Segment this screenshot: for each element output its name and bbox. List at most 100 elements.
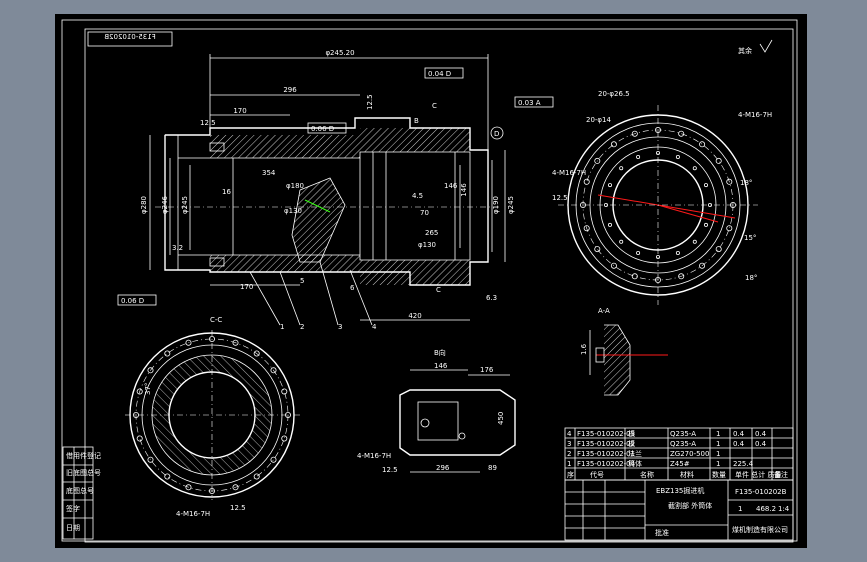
bom-cell: 板 (628, 439, 635, 448)
tb-scale: 1 (738, 505, 742, 513)
bom-cell: 1 (716, 450, 720, 458)
bolt-hole (619, 166, 624, 171)
dim-len-15: 4.5 (412, 192, 423, 200)
vb-dim-2: 176 (480, 366, 494, 374)
dim-d3: φ280 (140, 196, 148, 214)
dim-len-1-bottom: 170 (240, 283, 253, 291)
dim-len-6: 296 (283, 86, 297, 94)
dim-len-8: 70 (420, 209, 429, 217)
drawing-number-box (87, 31, 173, 47)
title-block: EBZ135掘进机 截割部 外筒体 F135-010202B 1 468.2 1… (564, 479, 794, 541)
section-marker-c-bottom: C (436, 286, 441, 294)
dim-d4: φ245 (507, 196, 515, 214)
ra-mark-2: 3.2 (172, 244, 183, 252)
dim-d5: φ190 (492, 196, 500, 214)
end-hole-note-2: 4-M16-7H (738, 111, 772, 119)
section-cc-view: C-C 37° 4-M16-7H 12.5 (125, 316, 300, 518)
bom-cell: 0.4 (755, 440, 767, 448)
vb-dim-1: 146 (434, 362, 448, 370)
bom-cell: 0.4 (733, 440, 745, 448)
tol-1: 0.04 D (428, 70, 451, 78)
bolt-hole (583, 225, 590, 232)
bolt-hole (631, 273, 638, 280)
balloon-5: 5 (300, 277, 304, 285)
strip-cell-4: 日期 (66, 524, 80, 532)
section-marker-c-top: C (432, 102, 437, 110)
bolt-hole (699, 262, 706, 269)
bom-cell: 2 (567, 450, 571, 458)
bom-cell: 1 (716, 460, 720, 468)
bolt-hole (281, 435, 288, 442)
left-strip: 借用件登记 旧底图总号 底图总号 签字 日期 (62, 446, 101, 540)
balloon-1: 1 (280, 323, 284, 331)
dim-d1: φ246 (161, 195, 169, 214)
vb-dim-3: 296 (436, 464, 450, 472)
bolt-hole (147, 367, 154, 374)
strip-cell-1: 旧底图总号 (66, 468, 101, 477)
bolt-hole (726, 225, 733, 232)
bom-h-name: 名称 (640, 470, 654, 479)
bom-h-mat: 材料 (680, 470, 694, 479)
bom-cell: ZG270-500 (670, 450, 709, 458)
tb-company: 煤机制造有限公司 (732, 525, 788, 534)
dim-d6: φ180 (286, 182, 304, 190)
bolt-hole (656, 254, 661, 259)
tb-project: EBZ135掘进机 (656, 486, 704, 495)
bolt-hole (270, 456, 277, 463)
tb-weight: 468.2 (756, 505, 776, 513)
dim-len-14: 146 (444, 182, 458, 190)
bom-cell: 1 (567, 460, 571, 468)
bolt-hole (594, 246, 601, 253)
bolt-hole (636, 154, 641, 159)
dim-d2: φ245 (181, 196, 189, 214)
bom-cell: 板 (628, 429, 635, 438)
bolt-hole (675, 154, 680, 159)
cc-dim-ang: 37° (144, 383, 152, 395)
view-b: B向 146 176 296 89 450 4-M16-7H 12.5 (357, 348, 516, 474)
bolt-hole (232, 339, 239, 346)
view-b-label: B向 (434, 348, 446, 357)
bolt-hole (594, 157, 601, 164)
bom-cell: F135-010202-04 (577, 460, 636, 468)
bom-cell: 筒体 (628, 459, 642, 468)
surface-mark: 其余 (738, 46, 752, 55)
bom-cell: 0.4 (755, 430, 767, 438)
dim-d7: φ130 (284, 207, 302, 215)
bolt-hole (699, 141, 706, 148)
cc-ra: 12.5 (230, 504, 246, 512)
bom-cell: 3 (567, 440, 571, 448)
bolt-hole (631, 130, 638, 137)
tb-part-name: 截割部 外筒体 (668, 501, 712, 510)
balloon-6: 6 (350, 284, 355, 292)
bom-cell: 1 (716, 430, 720, 438)
tb-sheet: 1:4 (778, 505, 790, 513)
bolt-hole (692, 166, 697, 171)
tol-4: 0.06 D (121, 297, 144, 305)
end-hole-note-1: 20-φ26.5 (598, 90, 630, 98)
end-ang-3: 18° (745, 274, 757, 282)
bom-cell: F135-010202-02 (577, 440, 635, 448)
bolt-hole (281, 388, 288, 395)
bom-h-qty: 数量 (712, 470, 726, 479)
bom-cell: 1 (716, 440, 720, 448)
bom-cell: 法兰 (628, 449, 642, 458)
bolt-hole-ring (580, 127, 737, 283)
end-view: 20-φ26.5 4-M16-7H 20-φ14 4-M16-7H 18° 15… (552, 39, 773, 305)
section-marker-b: B (414, 117, 419, 125)
bolt-hole (704, 183, 709, 188)
strip-cell-2: 底图总号 (66, 486, 94, 495)
bolt-hole (185, 339, 192, 346)
dim-len-2: 420 (408, 312, 421, 320)
section-aa-view: A-A 1.6 (580, 307, 668, 396)
bom-cell: 4 (567, 430, 572, 438)
bolt-hole (253, 350, 260, 357)
bolt-hole (692, 239, 697, 244)
ra-mark-1: 12.5 (200, 119, 216, 127)
bom-cell: Q235-A (670, 430, 696, 438)
bom-h-code: 代号 (590, 470, 604, 479)
bolt-hole (608, 183, 613, 188)
bolt-hole (232, 484, 239, 491)
bolt-hole (253, 473, 260, 480)
